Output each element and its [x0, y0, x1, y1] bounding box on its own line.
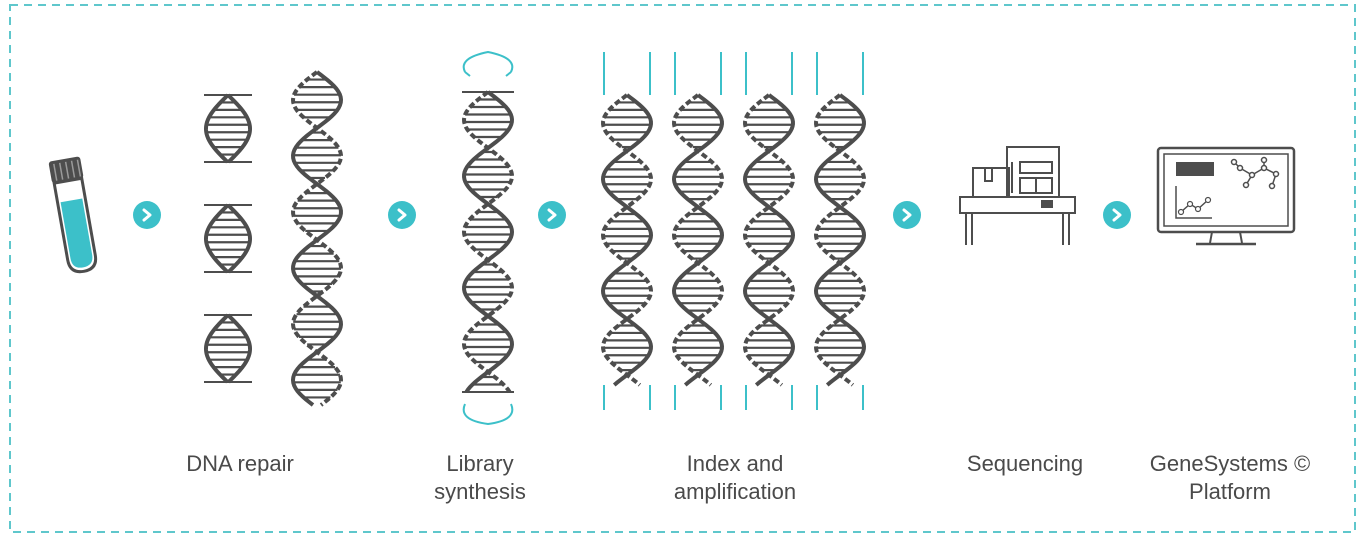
sequencer-icon: [959, 146, 1076, 245]
dna-fragment-1: [204, 93, 252, 164]
chevron-right-icon: [893, 201, 921, 229]
chevron-right-icon: [388, 201, 416, 229]
dna-long-strand: [290, 70, 344, 407]
dashed-frame: [9, 4, 1356, 533]
dna-fragment-2: [204, 203, 252, 274]
step-label-sequencing: Sequencing: [966, 451, 1084, 476]
index-adapter-2: [674, 52, 722, 410]
amplified-helix-3: [742, 93, 796, 387]
index-adapter-3: [745, 52, 793, 410]
helix-layer: [204, 52, 867, 410]
chevron-right-icon: [538, 201, 566, 229]
adapter-caps: [462, 50, 514, 426]
amplified-helix-4: [813, 93, 867, 387]
step-label-library-synthesis: Library synthesis: [434, 451, 526, 504]
step-label-dna-repair: DNA repair: [186, 451, 294, 476]
arrows-layer: [133, 201, 1131, 229]
chevron-right-icon: [133, 201, 161, 229]
amplified-helix-1: [600, 93, 654, 387]
test-tube-icon: [48, 156, 98, 274]
index-adapter-1: [603, 52, 651, 410]
platform-monitor-icon: [1156, 146, 1296, 246]
step-label-platform: GeneSystems © Platform: [1149, 451, 1311, 504]
library-helix: [461, 90, 515, 394]
chevron-right-icon: [1103, 201, 1131, 229]
amplified-helix-2: [671, 93, 725, 387]
step-label-index-amplification: Index and amplification: [673, 451, 797, 504]
index-adapter-4: [816, 52, 864, 410]
dna-fragment-3: [204, 313, 252, 384]
